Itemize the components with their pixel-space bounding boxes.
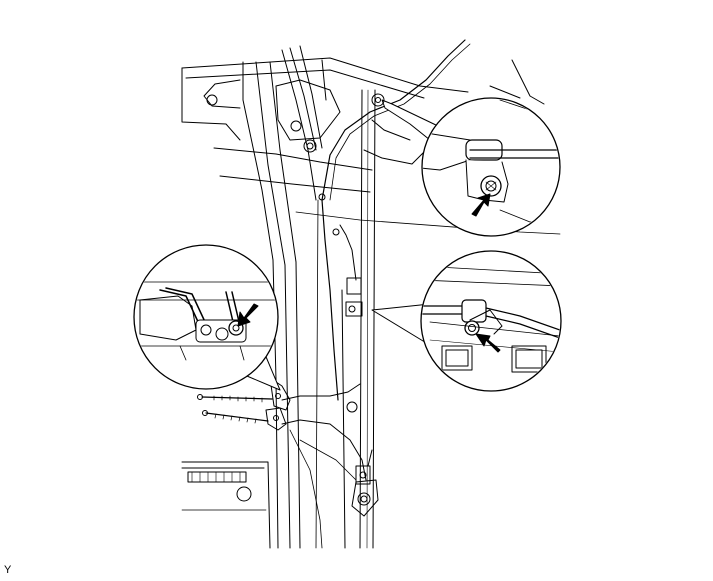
left-arrow-icon	[238, 304, 258, 326]
left-bolt-detail	[134, 245, 280, 390]
body-structure	[182, 40, 560, 548]
right-bolt-detail	[372, 251, 562, 391]
upper-right-bolt-detail	[372, 94, 562, 236]
right-arrow-icon	[476, 334, 500, 352]
figure-code-label: Y	[4, 564, 12, 576]
upper-right-arrow-icon	[472, 194, 490, 216]
